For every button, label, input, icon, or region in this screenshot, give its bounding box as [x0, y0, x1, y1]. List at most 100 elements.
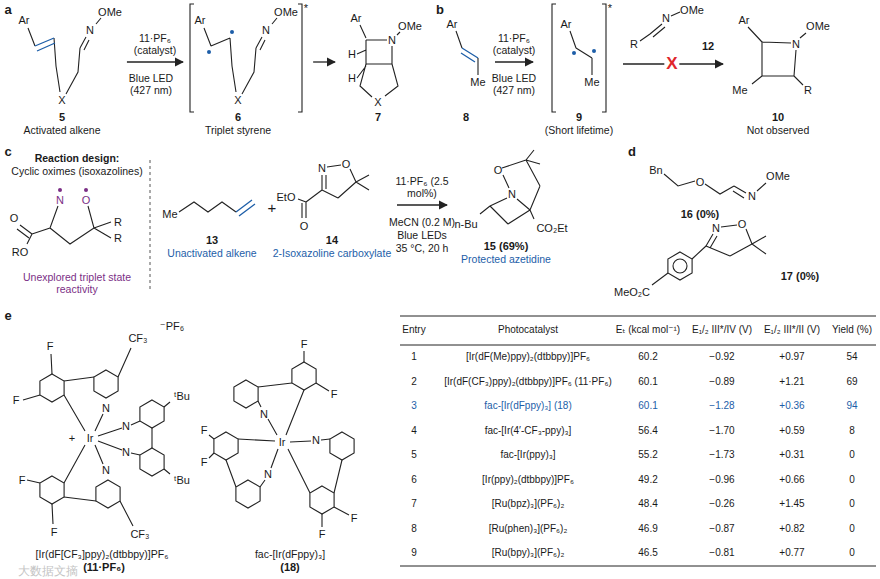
table-cell: +0.31 — [779, 449, 804, 461]
atom-label: ᵗBu — [174, 474, 190, 487]
alkene-double-bond — [236, 200, 255, 216]
structure-group: ArMe8 — [442, 14, 492, 134]
atom-label: F — [301, 338, 308, 351]
atom-label: EtO — [277, 191, 296, 204]
table-cell: +0.97 — [779, 351, 804, 363]
structure-group: BnONOMe16 (0%) — [644, 160, 794, 222]
edge-label: 11·PF₆ (catalyst) — [485, 32, 543, 56]
ligand-rings — [209, 351, 349, 527]
table-cell: [Ru(phen)₃](PF₆)₂ — [489, 523, 568, 535]
table-cell: +0.36 — [779, 400, 804, 412]
edge-label: 11·PF₆ (2.5 mol%) — [393, 175, 451, 199]
radical-dot — [592, 49, 596, 53]
table-cell: 0 — [849, 449, 855, 461]
atom-label: Ir — [279, 436, 286, 449]
compound-number: (11·PF₆) — [83, 561, 125, 574]
atom-label: ᵗBu — [174, 390, 190, 403]
atom-label: OMe — [766, 170, 790, 183]
compound-caption: [Ir(dF[CF₃]ppy)₂(dtbbpy)]PF₆ — [36, 548, 169, 560]
table-cell: 56.4 — [638, 425, 657, 437]
radical-dot — [58, 188, 62, 192]
structure-group: ArMe*9(Short lifetime) — [536, 0, 620, 138]
table-cell: −0.87 — [709, 523, 734, 535]
divider-line — [150, 160, 151, 292]
alkene-double-bond — [461, 48, 478, 62]
compound-caption: Unactivated alkene — [167, 247, 256, 259]
table-cell: Photocatalyst — [483, 324, 573, 336]
compound-caption: Not observed — [747, 124, 809, 136]
table-cell: 3 — [411, 400, 417, 412]
atom-label: * — [304, 2, 308, 15]
atom-label: N — [712, 222, 720, 235]
structure-group: ArNOMeX5Activated alkene — [12, 2, 124, 138]
bond-lines — [28, 18, 101, 94]
atom-label: N — [262, 24, 270, 37]
table-cell: 0 — [849, 547, 855, 559]
compound-number: (18) — [280, 561, 300, 574]
table-cell: 8 — [411, 523, 417, 535]
compound-number: 15 (69%) — [484, 240, 529, 253]
atom-label: ⁻PF₆ — [160, 320, 184, 333]
table-cell: [Ru(bpz)₃](PF₆)₂ — [492, 498, 565, 510]
atom-label: Ar — [351, 12, 362, 25]
atom-label: F — [201, 424, 208, 437]
table-cell: 8 — [849, 425, 855, 437]
radical-dot — [84, 188, 88, 192]
condition-text: Blue LED (427 nm) — [121, 72, 181, 96]
atom-label: MeO₂C — [614, 286, 650, 299]
divider-line — [150, 160, 151, 292]
structure-group: NOMeO₂C17 (0%) — [600, 216, 832, 301]
atom-label: * — [608, 2, 612, 15]
atom-label: N — [662, 12, 670, 25]
table-cell: 48.4 — [638, 498, 657, 510]
table-cell: 1 — [411, 351, 417, 363]
table-cell: 60.1 — [638, 400, 657, 412]
atom-label: Ar — [561, 18, 572, 31]
ligand-rings — [140, 400, 164, 428]
bond-lines — [17, 150, 540, 244]
alkene-double-bond — [35, 38, 55, 51]
table-cell: 55.2 — [638, 449, 657, 461]
ligand-rings — [23, 348, 170, 526]
table-cell: 54 — [846, 351, 857, 363]
table-cell: [Ir(ppy)₂(dtbbpy)]PF₆ — [482, 474, 574, 486]
atom-label: Ar — [447, 18, 458, 31]
bond-lines — [204, 18, 277, 94]
table-cell: 46.5 — [638, 547, 657, 559]
panel-letter: c — [4, 145, 11, 160]
structure-group: ArNOMeX*6Triplet styrene — [186, 0, 310, 138]
bond-lines — [456, 4, 806, 112]
atom-label: Ar — [19, 14, 30, 27]
atom-label: OMe — [98, 6, 122, 19]
atom-label: N — [264, 468, 272, 481]
compound-number: 13 — [206, 234, 218, 247]
atom-label: n-Bu — [454, 218, 477, 231]
structure-group: ONn-BuCO₂Et15 (69%)Protected azetidine — [450, 146, 570, 270]
table-cell: +0.66 — [779, 474, 804, 486]
table-cell: Yield (%) — [827, 324, 877, 336]
atom-label: N — [86, 24, 94, 37]
atom-label: OMe — [806, 20, 830, 33]
table-cell: [Ir(dF(CF₃)ppy)₂(dtbbpy)]PF₆ (11·PF₆) — [444, 376, 612, 388]
bond-lines — [673, 259, 687, 273]
atom-label: H — [348, 48, 356, 61]
table-cell: [Ir(dF(Me)ppy)₂(dtbbpy)]PF₆ — [466, 351, 590, 363]
compound-number: 17 (0%) — [781, 270, 820, 283]
ligand-rings — [94, 370, 118, 398]
ligand-rings — [292, 362, 316, 390]
bond-lines — [570, 31, 592, 75]
atom-label: R — [630, 38, 638, 51]
reaction-arrow — [127, 61, 183, 62]
table-cell: 0 — [849, 523, 855, 535]
atom-label: OMe — [274, 6, 298, 19]
atom-label: O — [82, 194, 91, 207]
compound-caption: Protected azetidine — [461, 253, 551, 265]
table-cell: −0.26 — [709, 498, 734, 510]
atom-label: F — [47, 340, 54, 353]
atom-label: X — [234, 94, 241, 107]
blocked-mark: X — [664, 54, 679, 74]
atom-label: N — [122, 446, 130, 459]
reaction-arrow — [397, 204, 447, 205]
table-cell: 4 — [411, 425, 417, 437]
